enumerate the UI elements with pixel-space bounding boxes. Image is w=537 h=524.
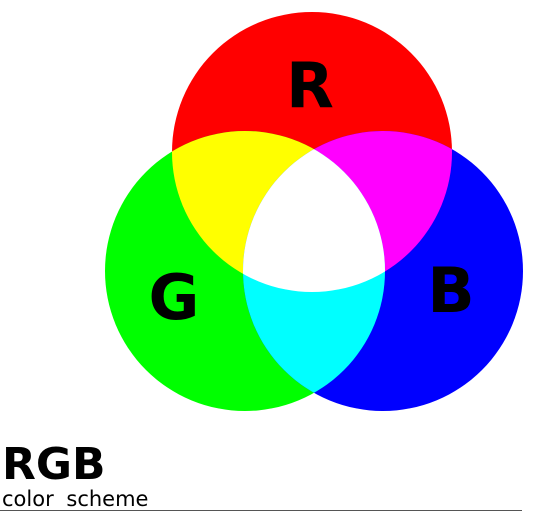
blue-label: B <box>427 254 474 327</box>
diagram-subtitle: color scheme <box>2 487 149 511</box>
rgb-venn-diagram: R G B <box>105 12 523 411</box>
underline-divider <box>0 510 522 511</box>
diagram-title: RGB <box>2 439 106 490</box>
green-label: G <box>149 261 200 334</box>
white-center-overlap <box>243 131 385 292</box>
red-label: R <box>286 49 334 122</box>
